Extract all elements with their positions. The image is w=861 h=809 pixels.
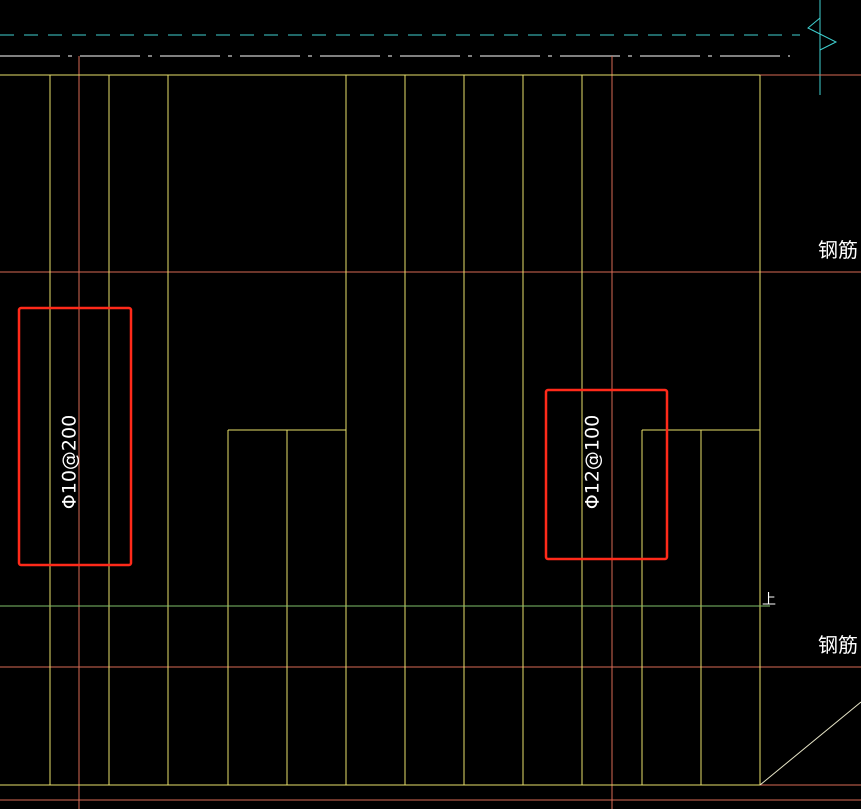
- axis-lines: [0, 56, 861, 809]
- highlight-box-a[interactable]: [17, 306, 133, 567]
- note-lower: 钢筋: [818, 633, 858, 657]
- rebar-label-a: Φ10@200: [59, 415, 81, 509]
- cyan-break-symbol: [807, 17, 838, 51]
- cyan-reference-lines: [0, 0, 838, 95]
- highlight-box-b[interactable]: [544, 388, 669, 561]
- diagonal-line: [759, 701, 861, 786]
- note-upper: 钢筋: [818, 238, 858, 262]
- rebar-lines: [0, 74, 761, 786]
- marker-text: 上: [762, 592, 776, 608]
- rebar-label-b: Φ12@100: [582, 415, 604, 509]
